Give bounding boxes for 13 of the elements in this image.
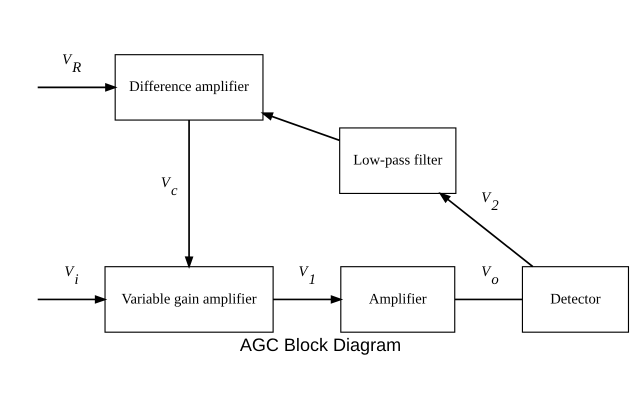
connector <box>454 298 522 300</box>
arrow <box>273 294 344 304</box>
node-box: Low-pass filter <box>339 126 456 194</box>
arrow <box>438 191 534 267</box>
node-box: Variable gain amplifier <box>104 266 274 332</box>
arrow <box>184 120 194 268</box>
node-box: Amplifier <box>340 266 456 332</box>
arrow <box>38 294 108 304</box>
node-box: Detector <box>522 266 630 332</box>
arrow <box>260 112 340 141</box>
arrow <box>38 82 118 92</box>
caption: AGC Block Diagram <box>240 334 402 355</box>
node-box: Difference amplifier <box>114 54 264 120</box>
